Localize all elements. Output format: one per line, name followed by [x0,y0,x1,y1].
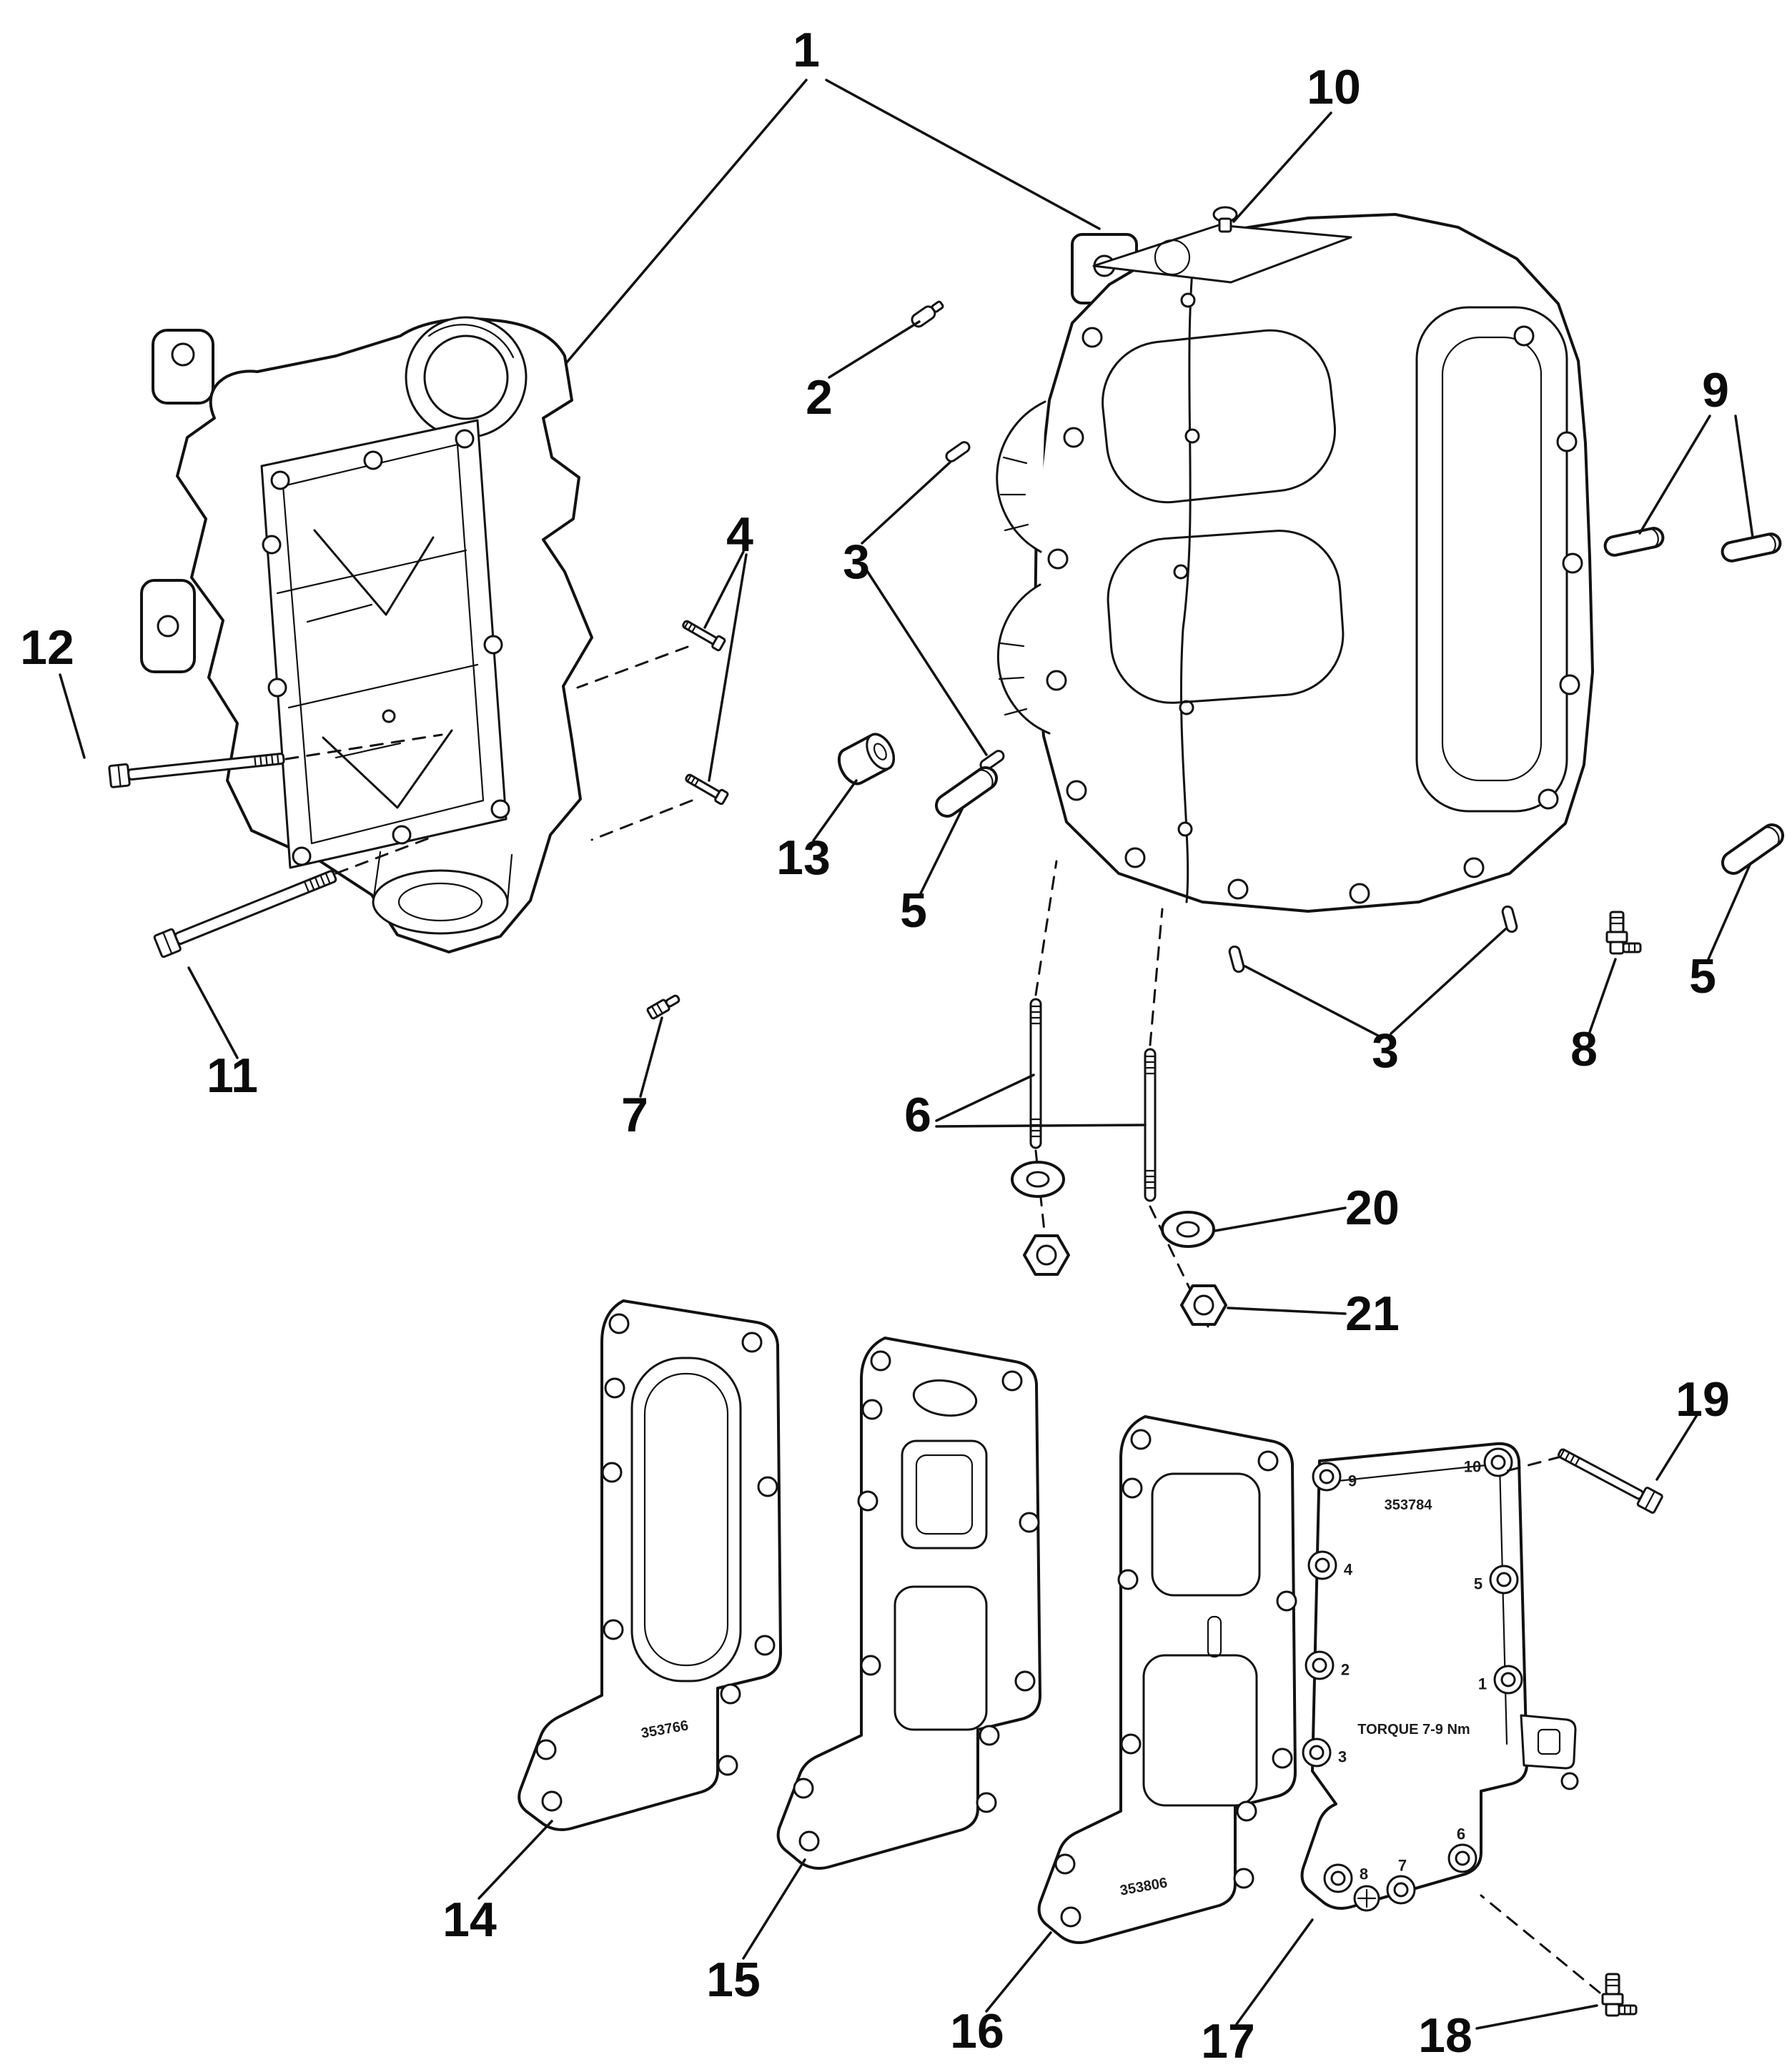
callout-20: 20 [1345,1181,1400,1235]
part-dowel-pin-3-a [945,441,971,462]
part-inner-exhaust-cover-17: 9 10 4 5 2 1 3 8 7 6 353784 TORQUE 7-9 N… [1300,1442,1579,1912]
leader-5-a [919,808,964,895]
part-bolt-11 [153,870,337,958]
callout-3-a: 3 [843,535,870,589]
callout-17: 17 [1201,2014,1255,2068]
leader-6-b [935,1124,1147,1128]
part-stud-6-b [1144,1048,1157,1202]
part-cylinder-block-right [996,213,1594,913]
callout-7: 7 [621,1088,648,1142]
leader-3-b1 [1244,965,1381,1038]
plate-screw-icon [1353,1885,1380,1912]
leader-19 [1655,1414,1698,1481]
torque-seq-3: 3 [1338,1748,1347,1766]
part-fitting-7 [646,994,680,1020]
part-bolt-12 [108,753,285,788]
part-dowel-pin-3-c [1228,945,1245,973]
leader-13 [812,779,858,842]
leader-9-b [1734,415,1754,539]
part-nut-21-a [1023,1234,1070,1276]
callouts: 1 2 3 3 4 5 5 6 7 8 9 10 11 12 13 14 15 … [20,23,1730,2068]
part-gasket-14: 353766 [518,1299,782,1831]
leader-3-a2 [861,562,988,756]
callout-18: 18 [1418,2008,1472,2063]
callout-13: 13 [776,831,831,885]
leader-21 [1227,1307,1347,1315]
leader-5-b [1707,863,1751,961]
part-nut-21-b [1180,1284,1227,1326]
part-dowel-5-b [1721,823,1785,875]
part-screw-4-b [685,773,729,805]
callout-15: 15 [706,1953,761,2007]
callout-8: 8 [1570,1022,1598,1076]
part-screw-4-a [682,620,726,652]
callout-5-a: 5 [900,883,927,938]
leader-lines [59,79,1754,2030]
leader-3-a1 [861,460,952,545]
leader-1-left [565,79,808,365]
part-number-print-plate-17: 353784 [1385,1497,1433,1513]
leader-11 [187,966,239,1059]
torque-seq-5: 5 [1474,1575,1482,1593]
part-washer-20-a [1011,1161,1065,1198]
part-bolt-19 [1558,1448,1663,1514]
callout-2: 2 [806,370,833,425]
torque-seq-2: 2 [1341,1661,1350,1679]
callout-11: 11 [207,1049,258,1103]
callout-16: 16 [950,2004,1004,2058]
torque-seq-10: 10 [1464,1458,1481,1476]
torque-seq-7: 7 [1398,1857,1407,1875]
leader-20 [1214,1206,1347,1232]
part-dowel-5-a [934,766,999,818]
torque-seq-1: 1 [1478,1675,1487,1693]
leader-6-a [935,1074,1035,1122]
leader-2 [828,320,921,379]
callout-19: 19 [1675,1372,1730,1427]
leader-14 [477,1820,553,1900]
callout-14: 14 [442,1893,497,1947]
part-pin-9-b [1721,532,1782,562]
part-washer-20-b [1161,1211,1215,1248]
leader-18 [1475,2004,1598,2030]
callout-6: 6 [904,1088,931,1142]
leader-12 [59,673,86,759]
callout-5-b: 5 [1689,949,1716,1003]
part-pin-9-a [1603,527,1665,557]
leader-4-b [708,553,748,782]
part-stud-6-a [1029,998,1042,1149]
leader-9-a [1638,415,1711,535]
leader-1-right [825,79,1101,230]
callout-1: 1 [793,23,820,77]
leader-16 [985,1931,1052,2013]
callout-9: 9 [1702,363,1729,417]
part-gasket-16: 353806 [1037,1415,1297,1944]
leader-15 [742,1858,806,1960]
part-elbow-fitting-18 [1601,1973,1638,2017]
callout-4: 4 [726,507,753,562]
torque-seq-8: 8 [1360,1865,1368,1883]
part-bushing-13 [837,733,896,785]
leader-3-b2 [1390,928,1507,1035]
leader-17 [1235,1918,1314,2026]
part-plug-10 [1212,206,1238,233]
part-crankcase-half-left [140,316,593,953]
callout-12: 12 [20,620,74,675]
part-elbow-fitting-8 [1605,911,1642,955]
torque-seq-4: 4 [1344,1561,1353,1579]
leader-10 [1232,111,1332,223]
part-dowel-pin-3-d [1501,905,1518,933]
callout-21: 21 [1345,1287,1400,1341]
part-gasket-15 [776,1337,1041,1870]
callout-3-b: 3 [1372,1023,1399,1078]
torque-seq-6: 6 [1457,1825,1465,1843]
torque-seq-9: 9 [1348,1472,1357,1490]
leader-7 [639,1016,663,1098]
callout-10: 10 [1307,60,1361,114]
leader-8 [1588,958,1617,1033]
torque-note-print: TORQUE 7-9 Nm [1357,1722,1470,1738]
leader-4-a [703,550,745,629]
